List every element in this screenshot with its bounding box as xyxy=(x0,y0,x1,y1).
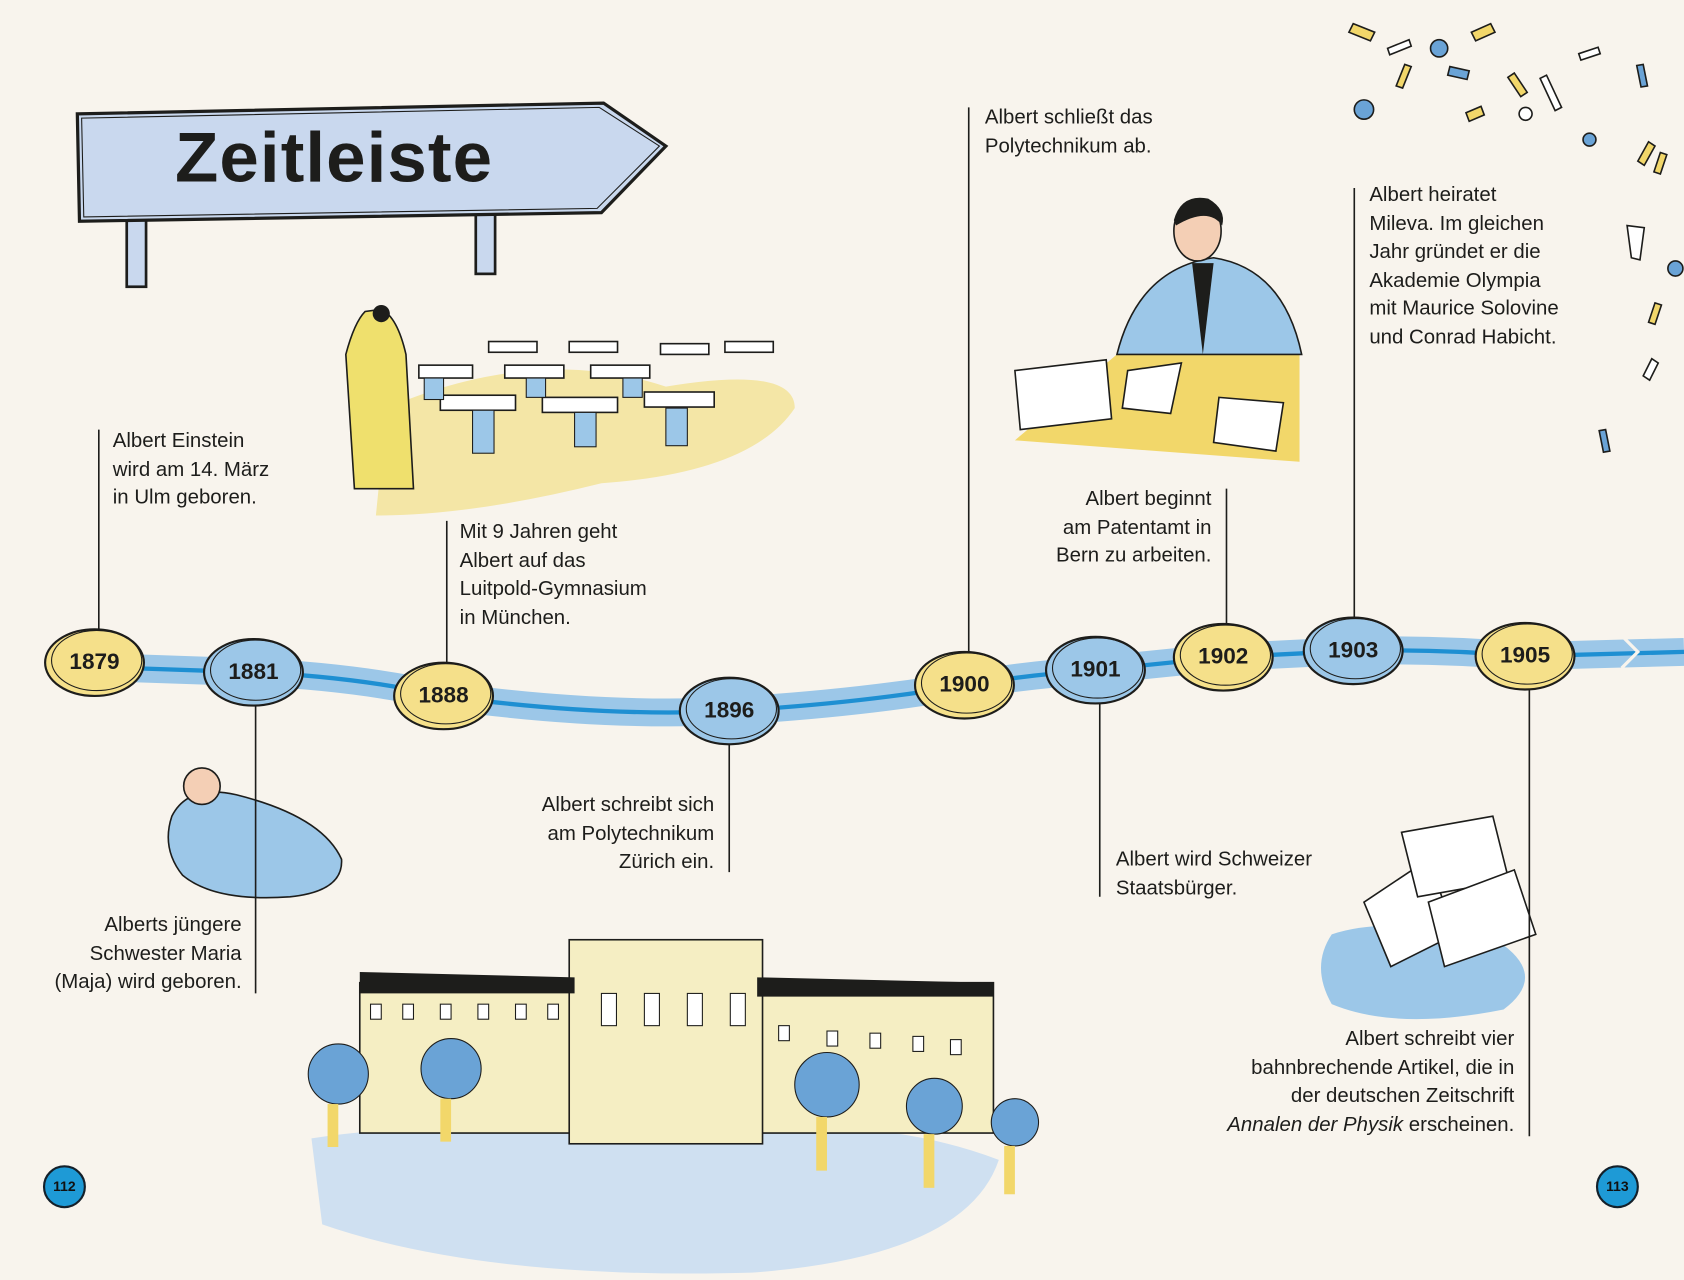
year-node-1902 xyxy=(1172,622,1274,692)
year-nodes xyxy=(44,616,1576,746)
year-label-1900: 1900 xyxy=(939,672,990,698)
year-node-outline xyxy=(1481,623,1573,685)
year-node-outline xyxy=(51,629,143,692)
papers-illustration xyxy=(1320,815,1537,1020)
page-title: Zeitleiste xyxy=(175,117,494,197)
year-node-1905 xyxy=(1474,621,1576,691)
year-node-outline xyxy=(400,663,492,725)
year-node-1900 xyxy=(913,650,1015,720)
year-node-1896 xyxy=(678,676,780,746)
page-number-left: 112 xyxy=(42,1165,86,1209)
year-label-1901: 1901 xyxy=(1070,657,1121,682)
connector-lines xyxy=(98,107,1531,1137)
year-node-outline xyxy=(1179,624,1272,686)
signpost-illustration xyxy=(75,101,669,289)
year-node-1903 xyxy=(1302,616,1404,686)
year-node-1888 xyxy=(393,661,495,731)
year-node-1881 xyxy=(202,637,304,707)
year-node-outline xyxy=(209,639,302,701)
year-label-1896: 1896 xyxy=(704,698,755,723)
confetti-illustration xyxy=(1347,22,1684,454)
year-node-1879 xyxy=(44,628,145,698)
classroom-illustration xyxy=(345,305,795,516)
patent-office-illustration xyxy=(1014,197,1303,462)
polytechnikum-building-illustration xyxy=(307,938,1040,1274)
year-label-1903: 1903 xyxy=(1328,637,1379,663)
year-label-1879: 1879 xyxy=(69,649,120,675)
year-node-1901 xyxy=(1044,635,1146,705)
year-node-outline xyxy=(685,678,778,740)
timeline-river xyxy=(63,636,1684,727)
year-node-outline xyxy=(1051,637,1144,699)
page-number-right: 113 xyxy=(1595,1165,1639,1209)
year-label-1888: 1888 xyxy=(418,683,469,708)
year-label-1905: 1905 xyxy=(1499,643,1551,669)
year-label-1902: 1902 xyxy=(1198,644,1249,670)
year-node-outline xyxy=(920,652,1013,714)
year-node-outline xyxy=(1309,618,1402,680)
year-label-1881: 1881 xyxy=(228,659,279,685)
